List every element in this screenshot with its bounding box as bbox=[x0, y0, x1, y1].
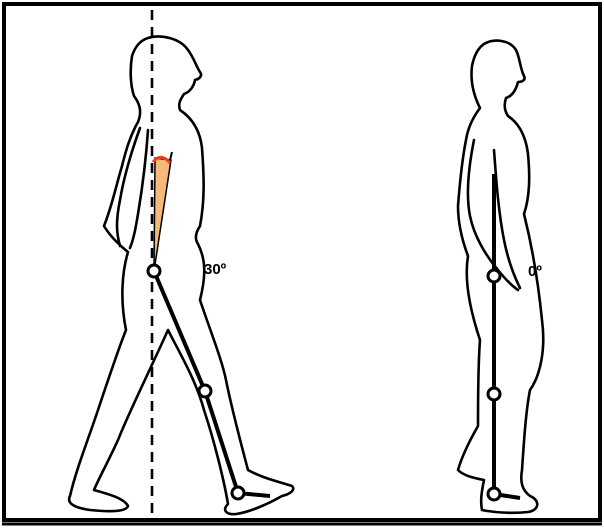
walking-arm-outline bbox=[117, 128, 148, 248]
walking-body-outline bbox=[69, 37, 293, 515]
standing-angle-label: 0º bbox=[528, 263, 542, 280]
walking-angle-label: 30º bbox=[204, 261, 227, 278]
walking-figure: 30º bbox=[69, 10, 293, 522]
ankle-joint-marker bbox=[232, 487, 244, 499]
standing-ankle-joint-marker bbox=[488, 488, 500, 500]
standing-hip-joint-marker bbox=[488, 270, 500, 282]
standing-figure: 0º bbox=[458, 41, 543, 513]
hip-angle-wedge bbox=[154, 158, 171, 271]
hip-joint-marker bbox=[148, 265, 160, 277]
knee-joint-marker bbox=[199, 385, 211, 397]
thigh-segment bbox=[154, 271, 205, 391]
standing-knee-joint-marker bbox=[488, 388, 500, 400]
thigh-axis-tick bbox=[170, 152, 172, 160]
